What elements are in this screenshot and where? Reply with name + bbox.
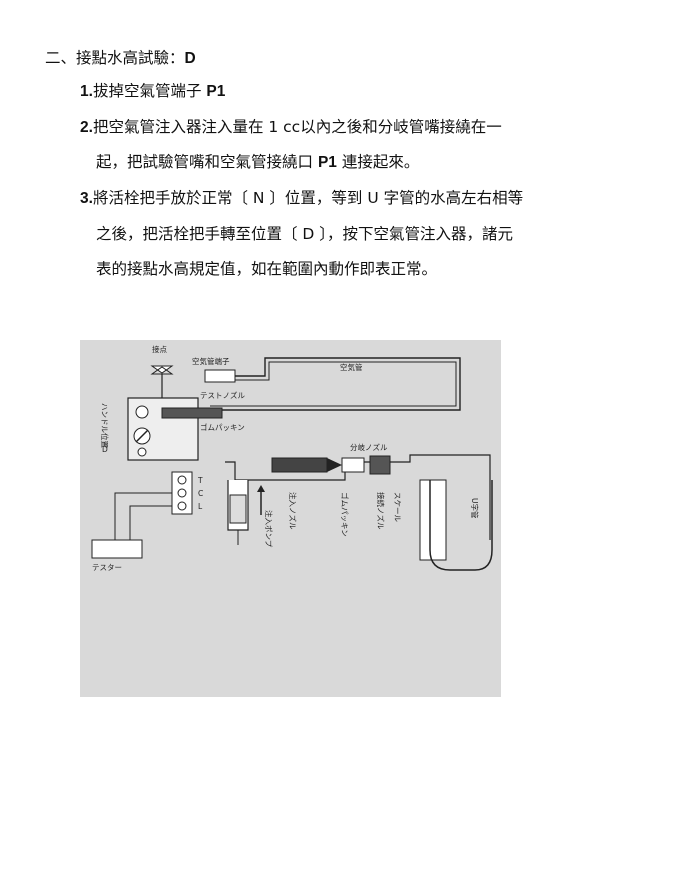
step-text: 連接起來。 — [336, 153, 420, 171]
label-rubber-packing: ゴムパッキン — [200, 422, 245, 432]
label-air-tube: 空気管 — [340, 362, 363, 372]
label-handle-d: D — [102, 445, 108, 454]
step-number: 1. — [80, 83, 93, 100]
apparatus-diagram: 接点 空気管端子 空気管 ハンドル位置 D テストノズル ゴムパッキン 分岐ノズ… — [80, 340, 501, 697]
step-3-line-2: 之後，把活栓把手轉至位置〔 D 〕，按下空氣管注入器，諸元 — [96, 224, 513, 244]
step-text: 把空氣管注入器注入量在 1 cc以內之後和分岐管嘴接繞在一 — [92, 118, 502, 136]
label-tester: テスター — [92, 563, 122, 572]
label-connection-nozzle: 接続ノズル — [376, 492, 386, 530]
step-text: 起，把試驗管嘴和空氣管接繞口 — [96, 153, 318, 171]
section-heading: 二、接點水高試驗：D — [45, 48, 196, 69]
diagram-svg: 接点 空気管端子 空気管 ハンドル位置 D テストノズル ゴムパッキン 分岐ノズ… — [91, 344, 493, 572]
label-air-tube-terminal: 空気管端子 — [192, 356, 230, 366]
step-1: 1.拔掉空氣管端子 P1 — [80, 81, 225, 102]
step-bold: P1 — [317, 154, 337, 171]
step-text: 表的接點水高規定值，如在範圍內動作即表正常。 — [96, 260, 438, 278]
step-2-line-2: 起，把試驗管嘴和空氣管接繞口 P1 連接起來。 — [96, 152, 419, 173]
step-3-line-1: 3.將活栓把手放於正常〔 N 〕位置，等到 U 字管的水高左右相等 — [80, 188, 523, 209]
label-rubber-packing-2: ゴムパッキン — [340, 492, 350, 537]
label-branch-nozzle: 分岐ノズル — [350, 442, 388, 452]
label-injection-pump: 注入ポンプ — [264, 510, 274, 548]
label-contact: 接点 — [152, 344, 167, 354]
step-text: 將活栓把手放於正常〔 N 〕位置，等到 U 字管的水高左右相等 — [92, 189, 524, 207]
step-2-line-1: 2.把空氣管注入器注入量在 1 cc以內之後和分岐管嘴接繞在一 — [80, 117, 502, 138]
step-text: 之後，把活栓把手轉至位置〔 D 〕，按下空氣管注入器，諸元 — [96, 225, 514, 243]
heading-text: 二、接點水高試驗： — [45, 49, 185, 67]
label-l: L — [198, 502, 203, 511]
contact-arrow-icon — [150, 365, 174, 374]
label-injection-nozzle: 注入ノズル — [288, 492, 298, 530]
step-3-line-3: 表的接點水高規定值，如在範圍內動作即表正常。 — [96, 259, 437, 279]
heading-code: D — [184, 50, 196, 67]
label-scale: スケール — [393, 492, 402, 522]
step-text: 拔掉空氣管端子 — [92, 82, 207, 100]
step-number: 2. — [80, 119, 93, 136]
air-tube-terminal — [204, 369, 236, 383]
step-number: 3. — [80, 190, 93, 207]
label-test-nozzle: テストノズル — [200, 390, 245, 400]
label-handle-position: ハンドル位置 — [100, 403, 110, 448]
label-u-tube: U字管 — [470, 498, 480, 519]
label-c: C — [198, 489, 203, 498]
label-t: T — [197, 476, 203, 485]
step-bold: P1 — [206, 83, 226, 100]
